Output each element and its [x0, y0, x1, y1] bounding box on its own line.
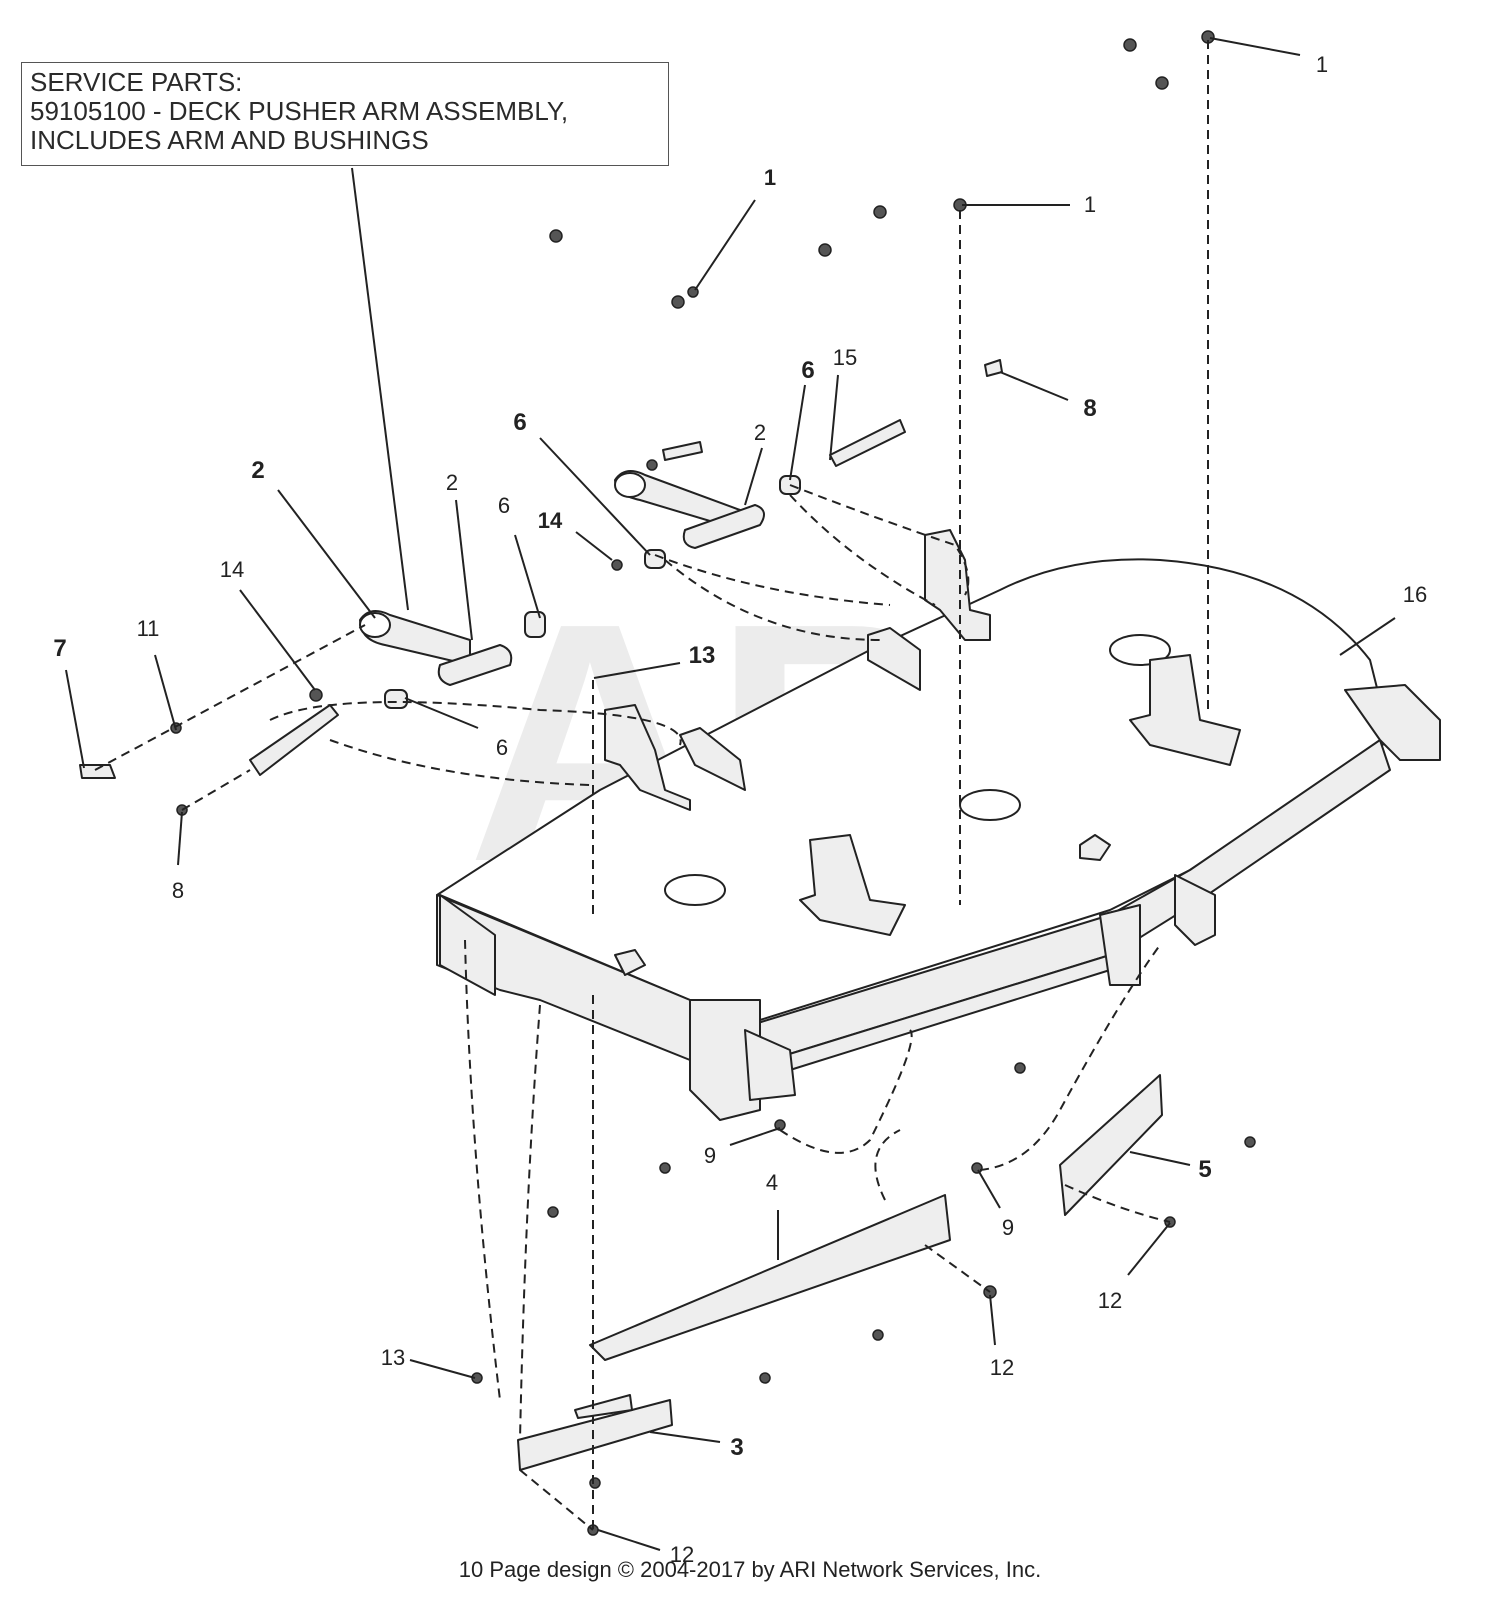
callout-2: 2 — [446, 470, 458, 495]
assembly-lines — [94, 40, 1209, 1535]
callout-12: 12 — [1098, 1288, 1122, 1313]
callout-9: 9 — [704, 1143, 716, 1168]
service-parts-description: INCLUDES ARM AND BUSHINGS — [30, 125, 429, 155]
mower-deck — [436, 529, 1441, 1121]
callout-9: 9 — [1002, 1215, 1014, 1240]
callout-2: 2 — [251, 457, 264, 484]
hardware — [170, 30, 1256, 1536]
leader-lines — [65, 37, 1396, 1551]
callout-8: 8 — [1083, 395, 1096, 422]
pusher-arm-center — [611, 359, 1003, 571]
callout-14: 14 — [220, 557, 244, 582]
copyright-footer: 10 Page design © 2004-2017 by ARI Networ… — [458, 1557, 1042, 1582]
callout-6: 6 — [513, 409, 526, 436]
callout-7: 7 — [53, 635, 66, 662]
callout-12: 12 — [990, 1355, 1014, 1380]
callout-8: 8 — [172, 878, 184, 903]
callout-6: 6 — [496, 735, 508, 760]
callout-15: 15 — [833, 345, 857, 370]
callout-6: 6 — [801, 357, 814, 384]
callout-5: 5 — [1198, 1156, 1211, 1183]
callout-14: 14 — [538, 508, 563, 533]
callout-1: 1 — [1316, 52, 1328, 77]
pusher-arm-left — [79, 610, 546, 779]
callout-13: 13 — [689, 642, 716, 669]
callout-2: 2 — [754, 420, 766, 445]
lower-parts — [517, 1074, 1163, 1471]
callout-6: 6 — [498, 493, 510, 518]
service-parts-note: SERVICE PARTS: 59105100 - DECK PUSHER AR… — [21, 62, 669, 166]
callout-1: 1 — [764, 165, 776, 190]
callout-11: 11 — [137, 616, 160, 641]
callout-1: 1 — [1084, 192, 1096, 217]
callout-4: 4 — [766, 1170, 778, 1195]
callout-12: 12 — [670, 1542, 694, 1567]
callout-13: 13 — [381, 1345, 405, 1370]
callout-16: 16 — [1403, 582, 1427, 607]
callout-labels: 1 1 1 2 2 2 3 4 5 6 6 6 6 7 8 8 9 9 11 1… — [53, 52, 1427, 1567]
callout-3: 3 — [730, 1434, 743, 1461]
service-parts-number: 59105100 - DECK PUSHER ARM ASSEMBLY, — [30, 96, 569, 126]
service-parts-title: SERVICE PARTS: — [30, 67, 243, 97]
